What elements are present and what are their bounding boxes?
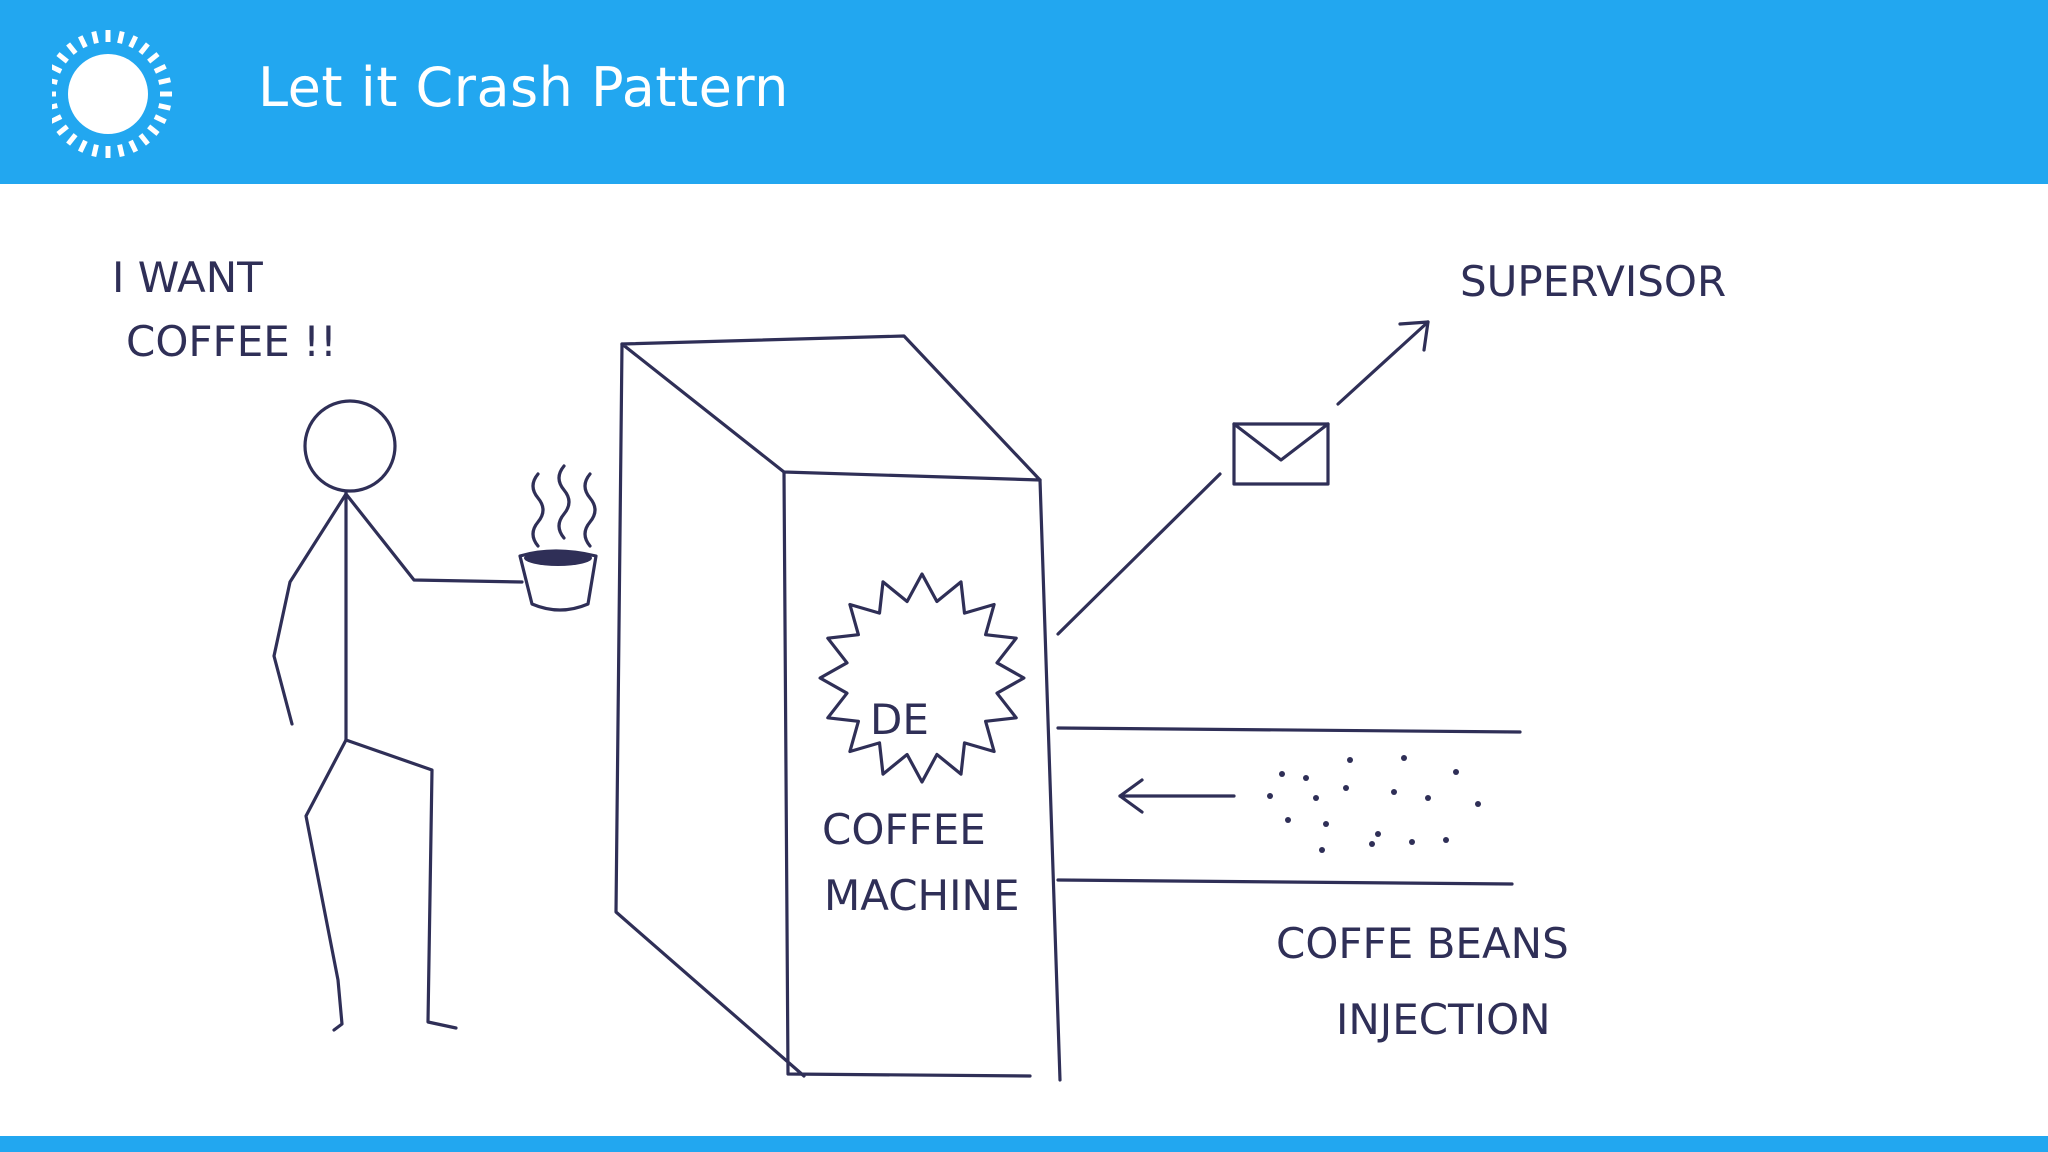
logo-ray bbox=[120, 32, 123, 44]
coffee-bean-dot bbox=[1285, 817, 1291, 823]
coffee-bean-dot bbox=[1409, 839, 1415, 845]
message-line bbox=[1058, 474, 1220, 634]
coffee-bean-dot bbox=[1369, 841, 1375, 847]
logo-ray bbox=[94, 32, 97, 44]
brand-badge-text: DE bbox=[870, 695, 929, 744]
machine-label-line-2: MACHINE bbox=[824, 871, 1019, 920]
logo-ray bbox=[140, 44, 147, 53]
header-bar: Let it Crash Pattern bbox=[0, 0, 2048, 184]
logo-ray bbox=[94, 145, 97, 157]
coffee-cup-icon bbox=[520, 466, 596, 610]
speech-line-1: I WANT bbox=[112, 253, 263, 302]
logo-ray bbox=[58, 54, 67, 61]
logo-ray bbox=[149, 126, 158, 133]
logo-ray bbox=[120, 145, 123, 157]
logo-ray bbox=[68, 44, 75, 53]
injection-pipe bbox=[1058, 728, 1520, 884]
coffee-machine bbox=[616, 336, 1060, 1080]
coffee-bean-dot bbox=[1401, 755, 1407, 761]
logo-ray bbox=[131, 141, 136, 152]
logo-ray bbox=[52, 117, 61, 122]
coffee-bean-dot bbox=[1475, 801, 1481, 807]
logo-ray bbox=[140, 135, 147, 144]
logo-ray bbox=[80, 36, 85, 47]
coffee-bean-dot bbox=[1323, 821, 1329, 827]
coffee-bean-dot bbox=[1319, 847, 1325, 853]
logo-ray bbox=[52, 66, 61, 71]
coffee-bean-dot bbox=[1453, 769, 1459, 775]
logo-ray bbox=[159, 106, 171, 109]
logo-ray bbox=[80, 141, 85, 152]
logo-ray bbox=[149, 54, 158, 61]
page-title: Let it Crash Pattern bbox=[258, 56, 789, 119]
logo-ray bbox=[155, 117, 166, 122]
coffee-bean-dot bbox=[1425, 795, 1431, 801]
logo-ray bbox=[155, 66, 166, 71]
coffee-bean-dot bbox=[1267, 793, 1273, 799]
footer-bar bbox=[0, 1136, 2048, 1152]
beans-label-line-1: COFFE BEANS bbox=[1276, 919, 1569, 968]
sun-ring-icon bbox=[52, 24, 192, 164]
speech-line-2: COFFEE !! bbox=[126, 317, 337, 366]
logo-ray bbox=[52, 80, 57, 83]
logo-ray bbox=[131, 36, 136, 47]
logo-ray bbox=[58, 126, 67, 133]
coffee-bean-dot bbox=[1347, 757, 1353, 763]
coffee-bean-dot bbox=[1279, 771, 1285, 777]
coffee-bean-dot bbox=[1443, 837, 1449, 843]
coffee-bean-dot bbox=[1303, 775, 1309, 781]
logo-ray bbox=[68, 135, 75, 144]
supervisor-label: SUPERVISOR bbox=[1460, 257, 1726, 306]
logo-ray bbox=[52, 106, 57, 109]
coffee-bean-dot bbox=[1343, 785, 1349, 791]
brand-badge: DE bbox=[820, 574, 1024, 782]
coffee-bean-dot bbox=[1391, 789, 1397, 795]
arrow-to-supervisor-icon bbox=[1338, 322, 1428, 404]
coffee-bean-dot bbox=[1313, 795, 1319, 801]
envelope-icon bbox=[1234, 424, 1328, 484]
machine-label-line-1: COFFEE bbox=[822, 805, 986, 854]
beans-label-line-2: INJECTION bbox=[1336, 995, 1551, 1044]
person-figure bbox=[274, 401, 522, 1030]
coffee-machine-diagram: I WANT COFFEE !! DE COFFEE MACHINE bbox=[0, 184, 2048, 1136]
coffee-bean-dot bbox=[1375, 831, 1381, 837]
logo-ray bbox=[159, 80, 171, 83]
